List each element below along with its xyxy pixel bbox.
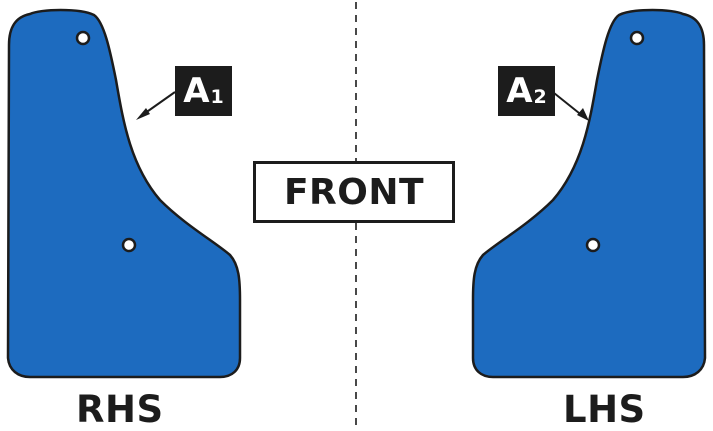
rhs-mounting-hole-top xyxy=(75,30,91,46)
lhs-label: LHS xyxy=(563,388,646,431)
front-label-box: FRONT xyxy=(253,161,455,223)
rhs-mounting-hole-bottom xyxy=(121,237,137,253)
callout-arrow-a2 xyxy=(553,92,589,121)
rhs-label: RHS xyxy=(76,388,164,431)
callout-a1-index: 1 xyxy=(210,85,224,108)
lhs-mounting-hole-bottom xyxy=(585,237,601,253)
front-label: FRONT xyxy=(283,171,425,213)
callout-a2-letter: A xyxy=(506,71,533,111)
callout-a2-index: 2 xyxy=(533,85,547,108)
callout-arrow-a1 xyxy=(136,91,176,120)
lhs-mounting-hole-top xyxy=(629,30,645,46)
rhs-mudflap xyxy=(6,8,242,379)
lhs-mudflap xyxy=(471,8,707,379)
callout-a1-letter: A xyxy=(183,71,210,111)
